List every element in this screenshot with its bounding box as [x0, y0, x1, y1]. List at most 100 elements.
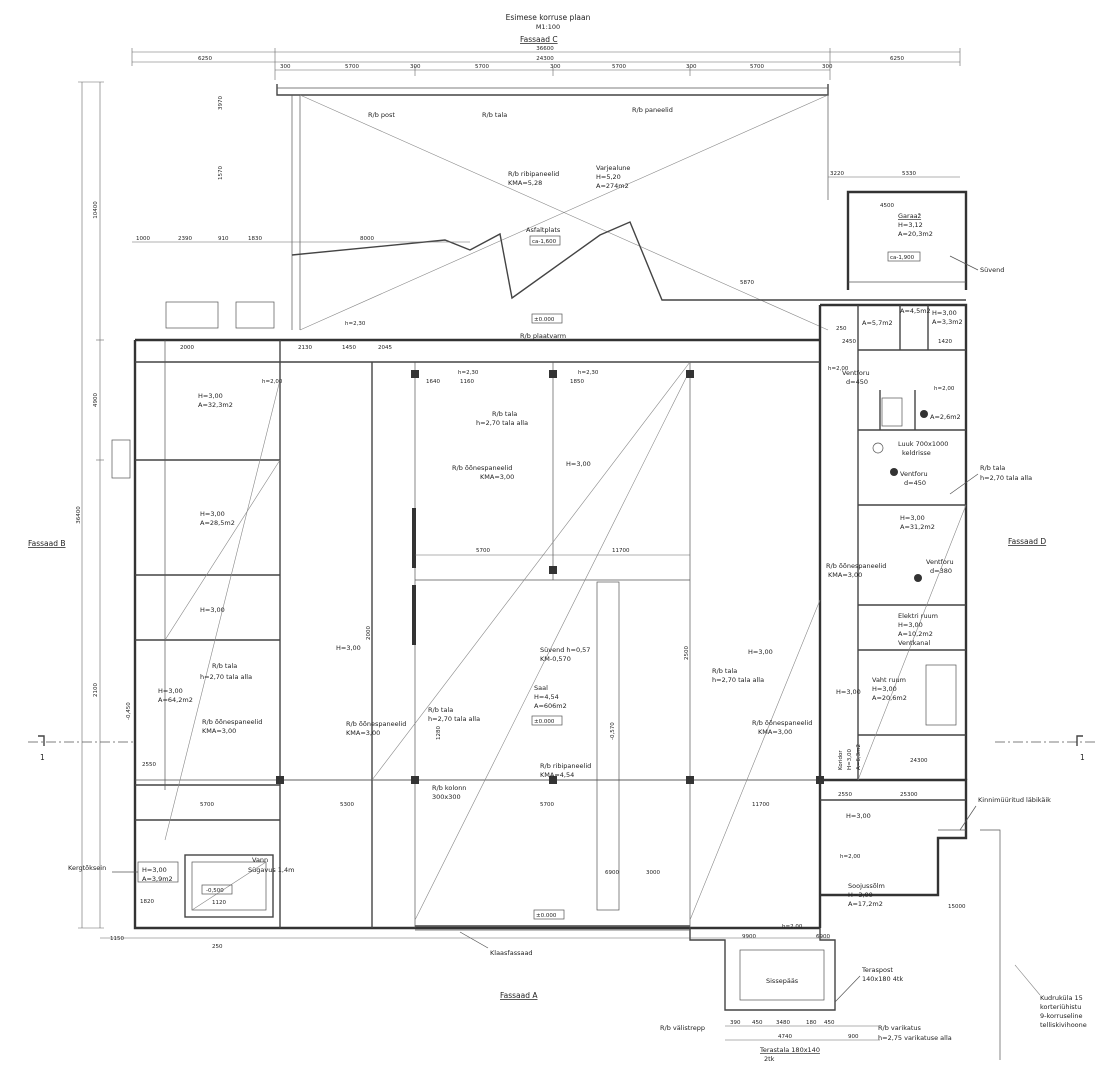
label-ventforu-d450: d=450 [846, 378, 868, 386]
dim-misc: 2500 [684, 646, 690, 660]
label-sissepaas: Sissepääs [766, 977, 799, 985]
dim-stair: 180 [806, 1020, 817, 1026]
label-rb-tala: R/b tala [492, 410, 517, 418]
label-soojus-a: A=17,2m2 [848, 900, 883, 908]
label-vaht-a: A=20,6m2 [872, 694, 907, 702]
label-asfalt-level: ca-1,600 [532, 239, 557, 245]
label-soojus: Soojussõlm [848, 882, 885, 890]
label-h300: H=3,00 [932, 309, 957, 317]
label-h200: h=2,00 [840, 854, 861, 860]
dim-bay: 300 [686, 64, 697, 70]
label-room-45: A=4,5m2 [900, 307, 931, 315]
label-garaaz: Garaaž [898, 212, 922, 220]
dim-misc: 1150 [110, 936, 124, 942]
dim-misc: 1000 [136, 236, 150, 242]
pool-rooms: -0,500 Vann Sügavus 1,4m 1120 H=3,00 A=3… [68, 854, 294, 942]
section-marker-left: 1 [40, 753, 45, 762]
dim-top-total: 36600 [536, 46, 554, 52]
label-h300: H=3,00 [846, 812, 871, 820]
label-h300: H=3,00 [142, 866, 167, 874]
dim-misc: 8000 [360, 236, 374, 242]
label-neighbor-2: korteriühistu [1040, 1003, 1081, 1011]
dim-misc: 3220 [830, 171, 844, 177]
label-varjealune-h: H=5,20 [596, 173, 621, 181]
label-kma-300: KMA=3,00 [480, 473, 514, 481]
label-room-642: A=64,2m2 [158, 696, 193, 704]
label-valistrepp: R/b välistrepp [660, 1024, 705, 1032]
dim-top-left: 6250 [198, 56, 212, 62]
label-room-33: A=3,3m2 [932, 318, 963, 326]
label-ventforu-d380: d=380 [930, 567, 952, 575]
label-h300: H=3,00 [900, 514, 925, 522]
label-teraspost-size: 140x180 4tk [862, 975, 903, 983]
dim-misc: 11700 [612, 548, 630, 554]
label-h300: H=3,00 [872, 685, 897, 693]
dim-misc: 2000 [366, 626, 372, 640]
label-keldrisse: keldrisse [902, 449, 931, 457]
label-room-39: A=3,9m2 [142, 875, 173, 883]
label-varikatus-h: h=2,75 varikatuse alla [878, 1034, 952, 1042]
dim-stair: 390 [730, 1020, 741, 1026]
glass-facade: Klaasfassaad [415, 929, 690, 957]
label-h200: h=2,00 [934, 386, 955, 392]
label-neighbor-4: telliskivihoone [1040, 1021, 1087, 1029]
dim-left-total: 36400 [76, 506, 82, 524]
dim-bay: 300 [280, 64, 291, 70]
dim-misc: 6900 [605, 870, 619, 876]
dim-top-inner: 24300 [536, 56, 554, 62]
label-garaaz-h: H=3,12 [898, 221, 923, 229]
dim-misc: 5870 [740, 280, 754, 286]
label-ribipaneelid-mid: R/b ribipaneelid [540, 762, 591, 770]
right-wing: h=2,00 250 2450 1420 A=4,5m2 A=5,7m2 H=3… [820, 305, 1051, 910]
dim-misc: 1570 [218, 166, 224, 180]
label-rb-tala: R/b tala [428, 706, 453, 714]
label-room-323: A=32,3m2 [198, 401, 233, 409]
label-room-26: A=2,6m2 [930, 413, 961, 421]
label-kinnimuuritud: Kinnimüüritud läbikäik [978, 796, 1051, 804]
dim-misc: 1450 [342, 345, 356, 351]
label-rb-tala: R/b tala [212, 662, 237, 670]
garage-block: 3220 5330 4500 5870 Garaaž H=3,12 A=20,3… [740, 171, 1004, 301]
main-hall: 1640 1160 1850 h=2,30 h=2,30 R/b tala h=… [276, 361, 824, 928]
dim-misc: 2000 [180, 345, 194, 351]
dim-misc: 2450 [842, 339, 856, 345]
label-h300: H=3,00 [748, 648, 773, 656]
label-rb-tala: R/b tala [712, 667, 737, 675]
label-level-0570: -0,570 [610, 722, 616, 740]
dim-misc: 3000 [646, 870, 660, 876]
facade-a-label: Fassaad A [500, 991, 538, 1000]
label-kma-300: KMA=3,00 [828, 571, 862, 579]
label-vaht: Vaht ruum [872, 676, 906, 684]
dim-misc: 1820 [140, 899, 154, 905]
label-elektri-a: A=10,2m2 [898, 630, 933, 638]
label-tala-alla: h=2,70 tala alla [476, 419, 528, 427]
section-marker-right: 1 [1080, 753, 1085, 762]
label-h300: H=3,00 [336, 644, 361, 652]
label-km-057: KM-0,570 [540, 655, 571, 663]
label-luuk: Luuk 700x1000 [898, 440, 948, 448]
label-koridor-a: A=6,3m2 [856, 744, 862, 770]
dim-misc: 5300 [340, 802, 354, 808]
dim-misc: 1640 [426, 379, 440, 385]
label-teraspost: Teraspost [861, 966, 893, 974]
label-vann: Vann [252, 856, 268, 864]
label-elektri: Elektri ruum [898, 612, 938, 620]
label-ventforu: Ventforu [842, 369, 870, 377]
label-h300: H=3,00 [566, 460, 591, 468]
label-h300: H=3,00 [200, 510, 225, 518]
dim-bay: 300 [410, 64, 421, 70]
label-level-0: ±0.000 [534, 719, 555, 725]
label-rb-tala: R/b tala [980, 464, 1005, 472]
dim-misc: 250 [836, 326, 847, 332]
corridor-upper: 2130 1450 2045 h=2,30 ±0.000 R/b plaatva… [298, 313, 566, 351]
dim-left-lower: 2100 [93, 683, 99, 697]
label-saal: Saal [534, 684, 548, 692]
dim-misc: 2550 [838, 792, 852, 798]
canopy-area: R/b post R/b tala R/b paneelid R/b ribip… [276, 84, 829, 331]
dim-left-mid: 4900 [93, 393, 99, 407]
label-saal-a: A=606m2 [534, 702, 567, 710]
facade-d-label: Fassaad D [1008, 537, 1046, 546]
left-wing: H=3,00 A=32,3m2 H=3,00 A=28,5m2 H=3,00 R… [111, 301, 820, 928]
label-tala-alla: h=2,70 tala alla [428, 715, 480, 723]
facade-c-label: Fassaad C [520, 35, 558, 44]
